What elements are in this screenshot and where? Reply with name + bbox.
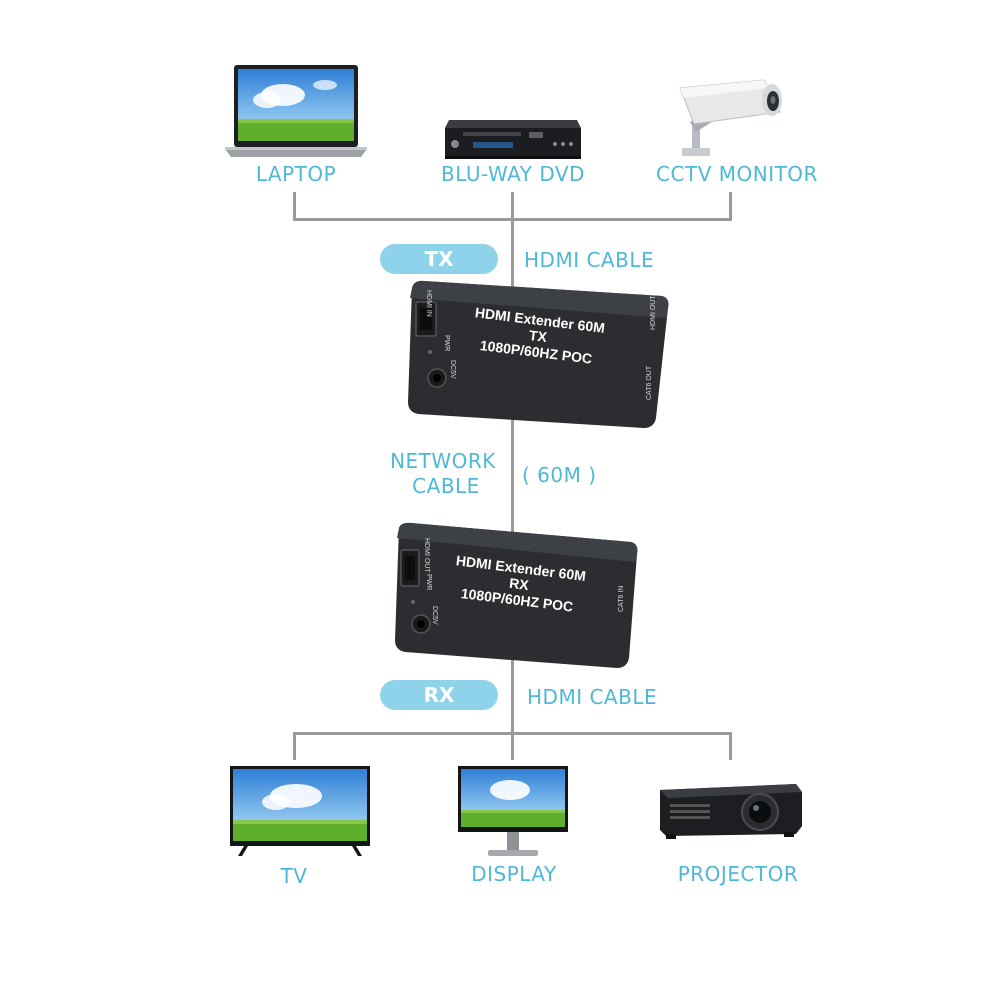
network-cable-label-line2: CABLE bbox=[412, 474, 480, 498]
network-cable-line bbox=[511, 420, 514, 545]
projector-label: PROJECTOR bbox=[677, 862, 799, 886]
rx-port-pwr-label: PWR bbox=[425, 574, 432, 591]
cctv-camera-icon bbox=[679, 79, 782, 156]
hdmi-in-cable-line bbox=[511, 220, 514, 315]
laptop-drop-line bbox=[293, 192, 296, 220]
rx-port-out-label: HDMI OUT bbox=[423, 538, 430, 573]
hdmi-out-cable-line bbox=[511, 655, 514, 735]
tv-icon bbox=[230, 766, 370, 856]
projector-icon bbox=[660, 784, 802, 839]
network-cable-label-line1: NETWORK bbox=[390, 449, 496, 473]
tx-port-pwr-label: PWR bbox=[443, 335, 450, 352]
network-cable-distance: ( 60M ) bbox=[522, 463, 597, 487]
tx-port-out-label: HDMI OUT bbox=[650, 295, 657, 330]
rx-extender-device bbox=[395, 522, 638, 668]
tx-hdmi-cable-label: HDMI CABLE bbox=[524, 248, 655, 272]
tx-extender-device bbox=[408, 280, 669, 428]
dvd-label: BLU-WAY DVD bbox=[441, 162, 585, 186]
cctv-drop-line bbox=[729, 192, 732, 220]
tv-label: TV bbox=[280, 864, 308, 888]
tx-port-in-label: HDMI IN bbox=[425, 290, 432, 317]
laptop-icon bbox=[225, 65, 367, 157]
cctv-label: CCTV MONITOR bbox=[656, 162, 818, 186]
tx-port-dc-label: DC5V bbox=[449, 360, 456, 379]
rx-port-dc-label: DC5V bbox=[431, 606, 438, 625]
tx-badge: TX bbox=[380, 244, 498, 274]
display-label: DISPLAY bbox=[471, 862, 557, 886]
rx-badge: RX bbox=[380, 680, 498, 710]
tx-port-cat-label: CAT6 OUT bbox=[646, 365, 653, 400]
dvd-drop-line bbox=[511, 192, 514, 220]
display-monitor-icon bbox=[458, 766, 568, 856]
tv-drop-line bbox=[293, 732, 296, 760]
laptop-label: LAPTOP bbox=[255, 162, 337, 186]
display-drop-line bbox=[511, 732, 514, 760]
dvd-player-icon bbox=[445, 120, 581, 159]
rx-port-cat-label: CAT6 IN bbox=[618, 585, 625, 612]
rx-hdmi-cable-label: HDMI CABLE bbox=[527, 685, 658, 709]
projector-drop-line bbox=[729, 732, 732, 760]
